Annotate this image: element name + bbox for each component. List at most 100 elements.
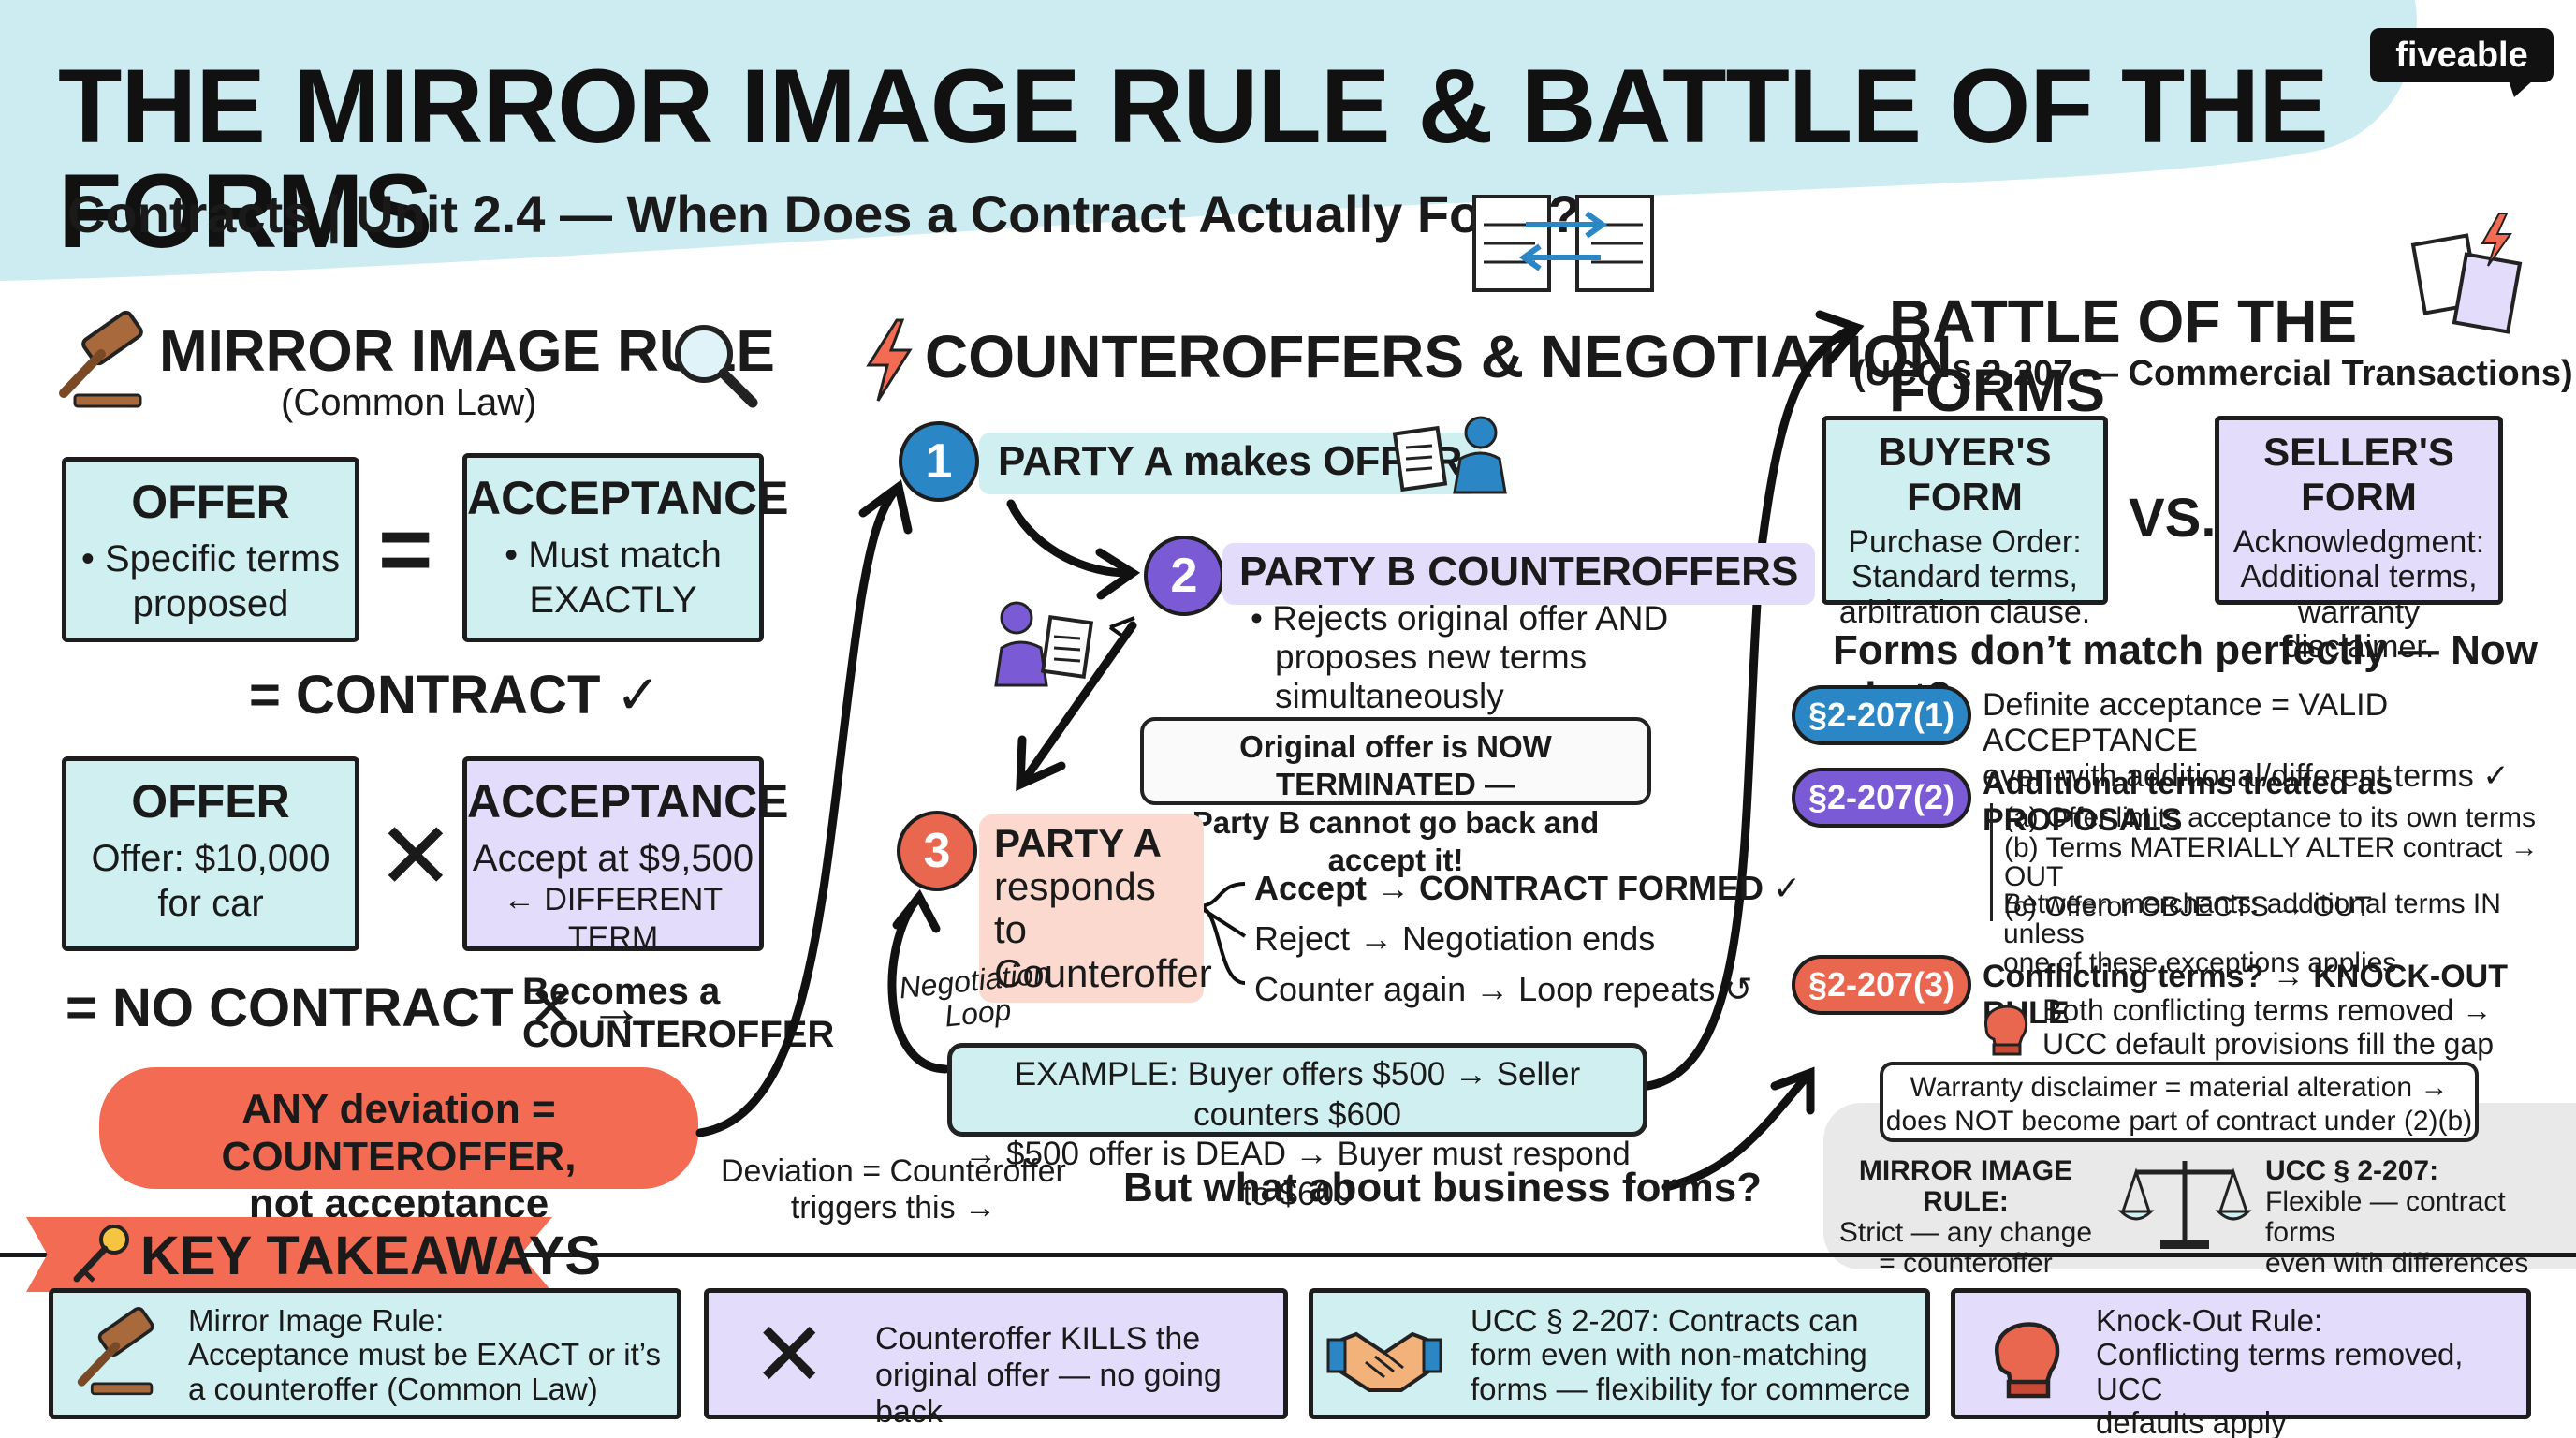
offer-box-2-line: for car [157,883,264,924]
offer-box-1-line: proposed [132,583,289,624]
example-line: EXAMPLE: Buyer offers $500 → Seller coun… [1014,1056,1581,1133]
compare-ucc-line: UCC § 2-207: [2265,1155,2439,1186]
terminated-line: Party B cannot go back and accept it! [1192,804,1600,877]
becomes-line: Becomes a [522,971,721,1012]
takeaway-line: defaults apply [2096,1404,2287,1438]
s3-line: UCC default provisions fill the gap [2042,1026,2495,1061]
sellers-form-line: warranty disclaimer. [2283,594,2435,666]
sellers-form: SELLER'S FORM Acknowledgment: Additional… [2215,416,2503,665]
scale-icon [2117,1161,2252,1249]
section-2-207-2-head: Additional terms treated as PROPOSALS [1983,766,2393,838]
step-3-badge: 3 [897,811,977,891]
documents-swap-icon [1472,195,1654,292]
acceptance-box-2-line: Accept at $9,500 [472,838,754,879]
step-3-options: Accept → CONTRACT FORMED ✓ Reject → Nego… [1254,863,1801,1015]
section-2-207-2-note: Between merchants: additional terms IN u… [2003,889,2576,978]
acceptance-box-1: ACCEPTANCE • Must match EXACTLY [462,453,789,642]
offer-box-1-title: OFFER [131,476,290,528]
handshake-icon [1326,1331,1442,1392]
page-title: THE MIRROR IMAGE RULE & BATTLE OF THE FO… [58,48,2329,270]
acceptance-box-1-title: ACCEPTANCE [467,472,789,524]
buyers-form-title: BUYER'S FORM [1878,430,2052,519]
takeaway-card: Knock-Out Rule: Conflicting terms remove… [1951,1288,2531,1438]
terminated-note: Original offer is NOW TERMINATED — Party… [1140,717,1651,877]
step-3-line: PARTY A [994,821,1162,865]
offer-box-1: OFFER • Specific terms proposed [62,457,359,642]
magnifier-icon [675,325,758,408]
equals-sign: = [378,497,433,602]
acceptance-box-1-line: EXACTLY [529,580,697,621]
example-box: EXAMPLE: Buyer offers $500 → Seller coun… [947,1043,1647,1212]
compare-mirror-line: MIRROR IMAGE RULE: [1858,1155,2073,1217]
documents-icon [2410,213,2523,334]
step-3-line: responds to [994,864,1156,952]
buyers-form-line: arbitration clause. [1838,594,2091,630]
versus-label: VS. [2129,488,2217,549]
deviation-line: ANY deviation = COUNTEROFFER, [221,1086,577,1180]
warranty-note: Warranty disclaimer = material alteratio… [1880,1062,2479,1142]
forms-question: Forms don’t match perfectly — Now what? [1833,627,2538,720]
business-forms-question: But what about business forms? [1123,1165,1763,1211]
person-document-icon [994,601,1094,687]
battle-subtitle: (UCC § 2-207 — Commercial Transactions) [1853,354,2573,393]
takeaway-line: Knock-Out Rule: [2096,1303,2323,1338]
key-icon [73,1225,129,1283]
terminated-line: Original offer is NOW TERMINATED — [1239,729,1552,802]
s1-line: even with additional/different terms ✓ [1983,758,2510,795]
lightning-icon [866,318,913,402]
step-2-line: proposes new terms [1275,638,1588,677]
takeaway-line: forms — flexibility for commerce [1471,1371,1910,1406]
option-reject: Reject → Negotiation ends [1254,919,1656,958]
step-2-label: PARTY B COUNTEROFFERS [1222,543,1816,605]
boxing-glove-icon [1994,1322,2060,1399]
warranty-line: does NOT become part of contract under (… [1885,1106,2473,1137]
s2-item: (b) Terms MATERIALLY ALTER contract → OU… [2004,831,2539,892]
gavel-icon [77,1306,154,1396]
section-2-207-2-badge: §2-207(2) [1792,768,1971,828]
takeaway-line: form even with non-matching [1471,1337,1867,1372]
s2-note: Between merchants: additional terms IN u… [2003,888,2501,949]
step-1-badge: 1 [899,421,979,502]
trigger-line: triggers this → [790,1190,997,1226]
compare-ucc: UCC § 2-207: Flexible — contract forms e… [2265,1155,2576,1279]
takeaway-line: Conflicting terms removed, UCC [2096,1337,2464,1406]
compare-mirror-line: Strict — any change [1838,1217,2093,1248]
sellers-form-line: Additional terms, [2240,559,2478,595]
section-2-207-3-text: Both conflicting terms removed → UCC def… [2042,993,2495,1062]
acceptance-box-2-title: ACCEPTANCE [467,775,789,828]
step-3-label: PARTY A responds to Counteroffer [979,814,1212,1003]
battle-title: BATTLE OF THE FORMS [1889,287,2358,424]
takeaway-line: UCC § 2-207: Contracts can [1471,1303,1859,1338]
gavel-icon [59,310,143,408]
offer-box-1-line: • Specific terms [80,538,341,580]
contract-result: = CONTRACT ✓ [249,665,662,726]
takeaways-title: KEY TAKEAWAYS [140,1225,602,1286]
compare-ucc-line: Flexible — contract forms [2265,1186,2506,1248]
no-contract-result: = NO CONTRACT ✕ → [66,977,644,1038]
sellers-form-title: SELLER'S FORM [2263,430,2454,519]
step-2-line: simultaneously [1275,676,1504,715]
page-subtitle: Contracts | Unit 2.4 — When Does a Contr… [67,184,1581,243]
takeaway-card: Mirror Image Rule: Acceptance must be EX… [49,1288,681,1419]
option-counter: Counter again → Loop repeats ↺ [1254,970,1753,1008]
option-accept: Accept → CONTRACT FORMED ✓ [1254,869,1802,907]
section-2-207-3-badge: §2-207(3) [1792,955,1971,1015]
sellers-form-line: Acknowledgment: [2232,524,2485,560]
person-document-icon [1392,416,1507,494]
fiveable-logo[interactable]: fiveable [2370,28,2554,82]
deviation-trigger-note: Deviation = Counteroffer triggers this → [721,1153,1066,1226]
step-2-description: • Rejects original offer AND proposes ne… [1251,599,1668,715]
logo-text: fiveable [2395,35,2528,75]
cross-icon: ✕ [752,1305,827,1405]
takeaway-line: Counteroffer KILLS the [875,1321,1201,1357]
cross-icon: ✕ [376,804,455,909]
takeaway-line: Acceptance must be EXACT or it’s [188,1337,662,1372]
mirror-subtitle: (Common Law) [281,382,537,423]
buyers-form-line: Standard terms, [1852,559,2078,595]
counter-title: COUNTEROFFERS & NEGOTIATION [925,323,1953,390]
offer-box-2-line: Offer: $10,000 [91,838,330,879]
header-band [0,0,2417,281]
s2-item: (a) Offer limits acceptance to its own t… [2004,802,2536,833]
warranty-line: Warranty disclaimer = material alteratio… [1910,1072,2449,1103]
